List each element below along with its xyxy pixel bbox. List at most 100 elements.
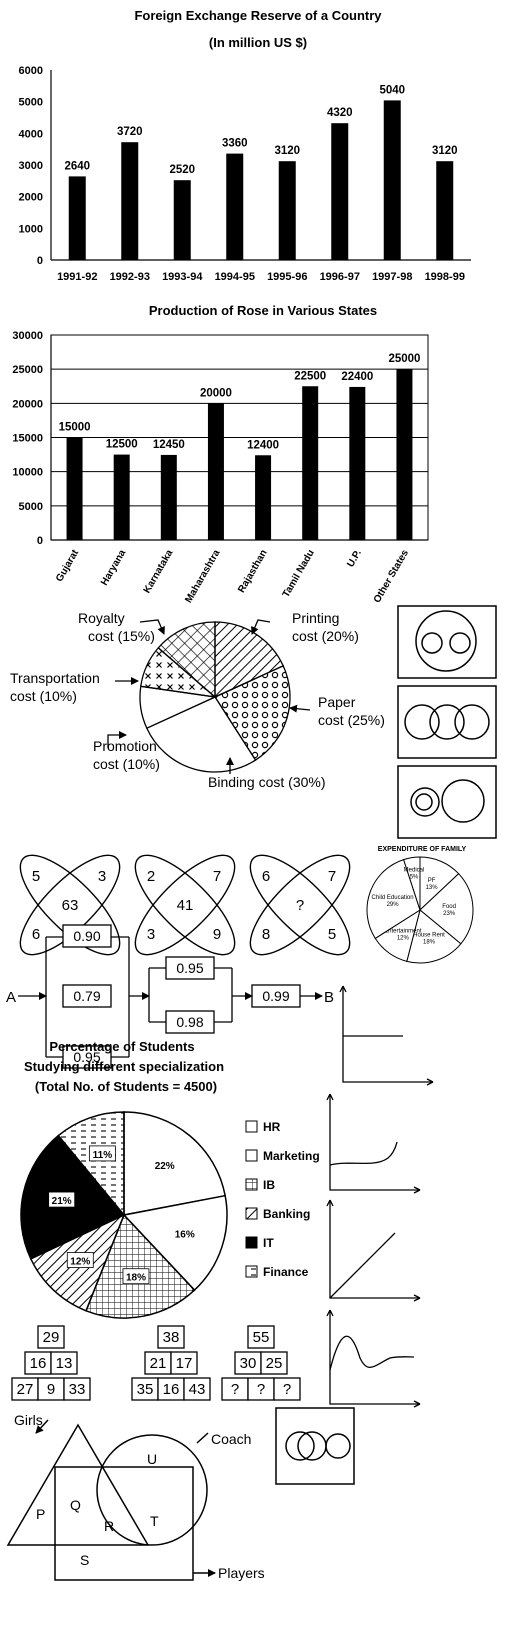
x-tick-label: 1996-97 xyxy=(320,271,360,283)
pie-slice xyxy=(419,873,474,945)
data-label: 22400 xyxy=(341,371,373,383)
pie-label: Binding cost (30%) xyxy=(208,774,326,790)
pie-percent: 16% xyxy=(175,1230,195,1241)
pie-slice xyxy=(406,909,462,964)
pie-label: Promotion xyxy=(93,738,157,754)
pie-label: cost (20%) xyxy=(292,628,359,644)
pie-slice xyxy=(157,621,216,699)
data-label: 3720 xyxy=(117,126,143,138)
bar xyxy=(160,454,177,540)
puzzle-number: 6 xyxy=(32,926,40,943)
puzzle-number: 5 xyxy=(32,868,40,885)
pie-label: Entertainment xyxy=(384,929,422,935)
venn-circle xyxy=(415,610,477,672)
data-label: 20000 xyxy=(200,387,232,399)
bar xyxy=(331,123,349,260)
legend-label: Finance xyxy=(263,1265,309,1279)
y-tick-label: 30000 xyxy=(12,330,43,342)
label-box xyxy=(88,1145,116,1162)
region-label: Q xyxy=(70,1497,81,1513)
x-tick-label: Other States xyxy=(372,548,411,605)
girls-label: Girls xyxy=(14,1412,43,1428)
pyramid-cell xyxy=(247,1325,275,1349)
chart-subtitle: (Total No. of Students = 4500) xyxy=(35,1079,217,1094)
component-value: 0.79 xyxy=(73,988,100,1004)
coach-label: Coach xyxy=(211,1431,251,1447)
venn-circle xyxy=(441,779,485,823)
component-box xyxy=(165,956,215,980)
region-label: U xyxy=(147,1451,157,1467)
x-tick-label: 1993-94 xyxy=(162,271,203,283)
legend-swatch xyxy=(245,1236,258,1249)
component-box xyxy=(62,1045,112,1069)
component-value: 0.95 xyxy=(176,960,203,976)
venn-box-1 xyxy=(397,605,497,679)
pie-slice xyxy=(366,858,421,940)
legend-label: IB xyxy=(263,1178,275,1192)
puzzle-number: 7 xyxy=(328,868,336,885)
pyramid-number: 38 xyxy=(163,1329,180,1346)
students-specialization-pie-chart: Percentage of Students Studying differen… xyxy=(20,1039,320,1319)
venn-option-boxes xyxy=(397,605,497,839)
x-tick-label: Maharashtra xyxy=(183,548,222,605)
legend-label: HR xyxy=(263,1120,281,1134)
players-rectangle xyxy=(54,1466,194,1581)
pyramid-number: ? xyxy=(283,1381,291,1398)
bar xyxy=(68,176,86,260)
pie-label: Paper xyxy=(318,694,356,710)
pie-label: Medical xyxy=(404,867,425,873)
bar xyxy=(113,454,130,540)
y-tick-label: 1000 xyxy=(19,223,43,235)
venn-circle xyxy=(454,704,490,740)
data-label: 2520 xyxy=(169,164,195,176)
region-label: T xyxy=(150,1513,159,1529)
component-value: 0.90 xyxy=(73,928,100,944)
pie-label: cost (15%) xyxy=(88,628,155,644)
x-tick-label: 1998-99 xyxy=(425,271,465,283)
data-label: 3120 xyxy=(432,145,458,157)
component-box xyxy=(165,1010,215,1034)
bar xyxy=(278,161,296,260)
data-label: 2640 xyxy=(64,160,90,172)
y-tick-label: 25000 xyxy=(12,364,43,376)
pyramid-number: 55 xyxy=(253,1329,270,1346)
pyramid-number: 27 xyxy=(17,1381,34,1398)
region-label: S xyxy=(80,1552,89,1568)
y-tick-label: 5000 xyxy=(19,97,43,109)
pie-slice xyxy=(122,1194,228,1292)
x-tick-label: Gujarat xyxy=(54,547,81,583)
bar xyxy=(66,437,83,540)
legend-label: Banking xyxy=(263,1207,310,1221)
y-tick-label: 0 xyxy=(37,255,43,267)
y-tick-label: 0 xyxy=(37,535,43,547)
legend-swatch xyxy=(245,1149,258,1162)
pie-label: Food xyxy=(442,904,456,910)
graph-damped-curve xyxy=(326,1309,421,1408)
pie-percent: 23% xyxy=(443,911,456,917)
component-box xyxy=(62,924,112,948)
rose-bar-chart: Production of Rose in Various States 050… xyxy=(12,303,429,605)
pyramid-number: 13 xyxy=(56,1355,73,1372)
puzzle-number: 3 xyxy=(98,868,106,885)
bar xyxy=(349,386,366,540)
pie-percent: 22% xyxy=(155,1161,175,1172)
puzzle-number: 8 xyxy=(262,926,270,943)
graph-linear xyxy=(326,1199,421,1302)
data-label: 3120 xyxy=(274,145,300,157)
pyramid-cell xyxy=(37,1325,65,1349)
puzzle-number: ? xyxy=(296,897,304,914)
family-expenditure-pie-chart: EXPENDITURE OF FAMILY PF13%Food23%House … xyxy=(366,846,474,964)
data-label: 25000 xyxy=(388,353,420,365)
pie-callout-arrows xyxy=(107,619,311,774)
x-tick-label: Rajasthan xyxy=(236,548,269,595)
x-tick-label: 1992-93 xyxy=(110,271,150,283)
pyramid-cell xyxy=(183,1377,211,1401)
players-label: Players xyxy=(218,1565,265,1581)
x-tick-label: U.P. xyxy=(345,548,364,569)
data-label: 22500 xyxy=(294,370,326,382)
